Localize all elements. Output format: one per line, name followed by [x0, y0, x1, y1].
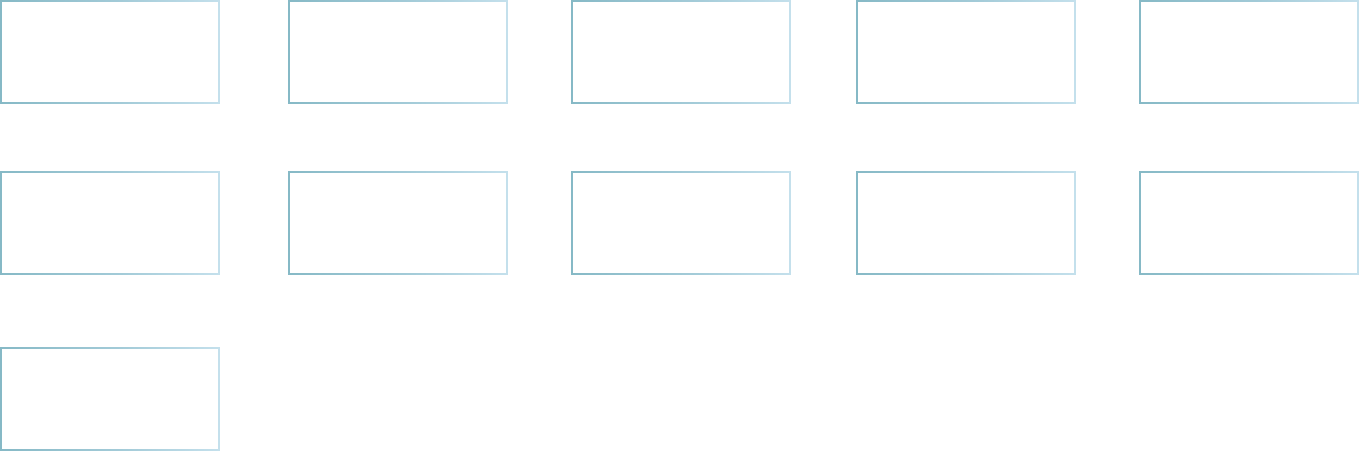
tile-label	[1141, 173, 1357, 189]
tile-r2-c5[interactable]	[1139, 171, 1359, 275]
tile-r1-c3[interactable]	[571, 0, 791, 104]
tile-r2-c1[interactable]	[0, 171, 220, 275]
tile-label	[858, 2, 1074, 18]
tile-label	[573, 173, 789, 189]
tile-r2-c4[interactable]	[856, 171, 1076, 275]
tile-label	[1141, 2, 1357, 18]
tile-r1-c1[interactable]	[0, 0, 220, 104]
tile-r1-c5[interactable]	[1139, 0, 1359, 104]
tile-label	[858, 173, 1074, 189]
tile-label	[573, 2, 789, 18]
tile-label	[2, 173, 218, 189]
tile-r1-c2[interactable]	[288, 0, 508, 104]
tile-r2-c3[interactable]	[571, 171, 791, 275]
tile-r3-c1[interactable]	[0, 347, 220, 451]
tile-label	[2, 349, 218, 365]
tile-label	[290, 2, 506, 18]
tile-r2-c2[interactable]	[288, 171, 508, 275]
tile-r1-c4[interactable]	[856, 0, 1076, 104]
tile-label	[2, 2, 218, 18]
tile-label	[290, 173, 506, 189]
